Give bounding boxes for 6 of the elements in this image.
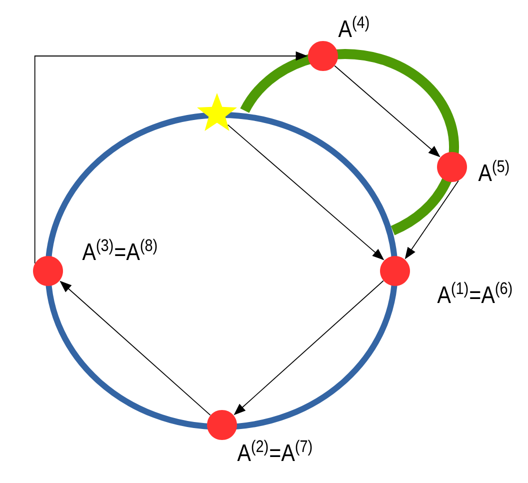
point-label: A$^{(2)}$=A$^{(7)}$ xyxy=(237,440,312,461)
star-marker xyxy=(197,93,237,131)
point-label: A$^{(1)}$=A$^{(6)}$ xyxy=(437,282,512,303)
point-label: A$^{(3)}$=A$^{(8)}$ xyxy=(82,238,157,260)
point-label: A$^{(5)}$ xyxy=(478,160,509,181)
point-label: A$^{(4)}$ xyxy=(338,16,369,37)
